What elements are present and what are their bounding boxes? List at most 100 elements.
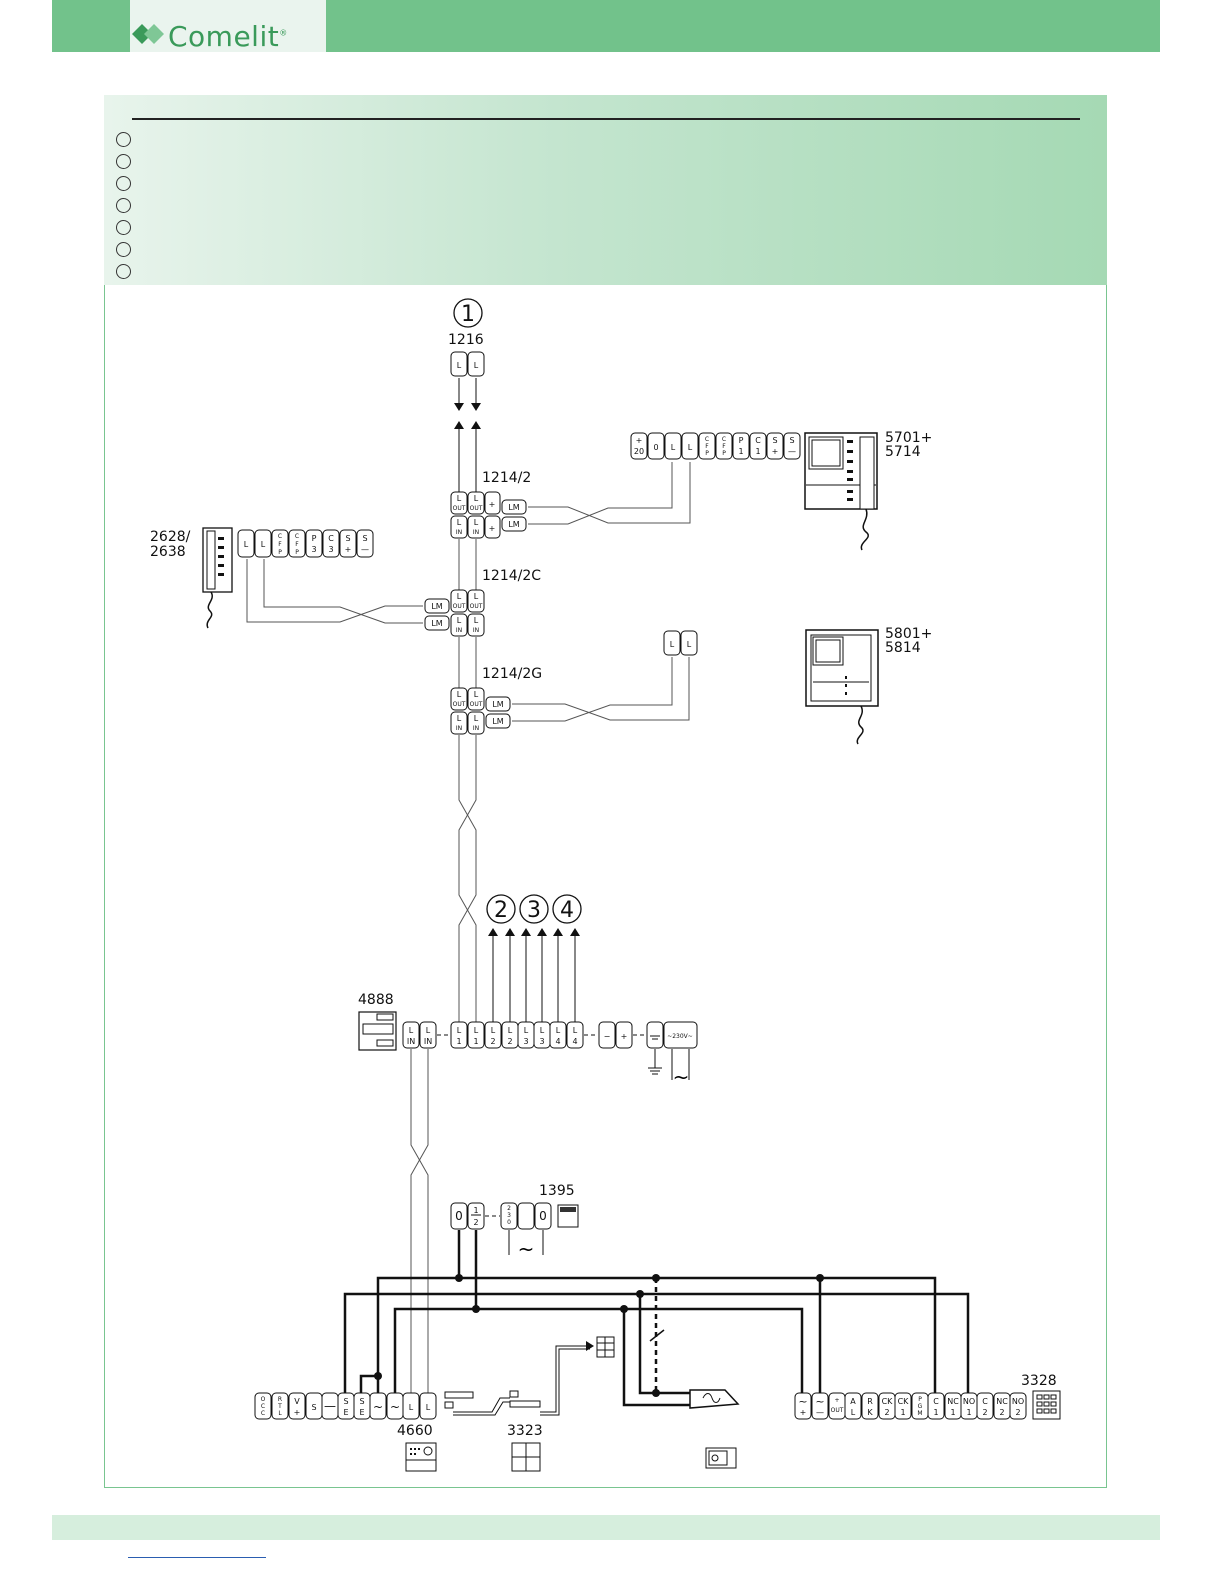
svg-text:C: C — [295, 533, 299, 540]
svg-text:C: C — [933, 1397, 939, 1406]
svg-text:L: L — [409, 1403, 414, 1412]
svg-text:F: F — [705, 443, 709, 450]
svg-text:3: 3 — [507, 1212, 511, 1219]
svg-text:1: 1 — [738, 447, 743, 456]
interphone-2628-icon — [202, 527, 233, 629]
svg-text:L: L — [474, 616, 479, 625]
module-connector-2 — [509, 1390, 541, 1408]
svg-text:OUT: OUT — [453, 701, 466, 708]
terminal-strip-2628: L L CFP CFP P3 C3 S+ S— — [237, 529, 374, 558]
module-3323-icon — [511, 1442, 541, 1472]
svg-text:C: C — [755, 436, 761, 445]
svg-text:C: C — [328, 534, 334, 543]
svg-text:~: ~ — [815, 1395, 824, 1408]
svg-text:E: E — [359, 1408, 364, 1417]
svg-text:L: L — [278, 1410, 282, 1417]
marker-2: 2 — [486, 894, 516, 924]
legend-bullet — [116, 176, 131, 191]
wire — [410, 1049, 429, 1396]
svg-text:3: 3 — [328, 545, 333, 554]
svg-text:F: F — [295, 541, 299, 548]
svg-text:S: S — [311, 1403, 316, 1412]
label-5701: 5701+ — [885, 430, 932, 446]
transformer-1395-icon — [557, 1204, 579, 1228]
svg-text:L: L — [457, 1026, 462, 1035]
svg-text:LM: LM — [492, 700, 503, 709]
entrance-panel-4660-icon — [405, 1442, 437, 1472]
svg-text:M: M — [917, 1410, 922, 1417]
legend-bullet — [116, 132, 131, 147]
keypad-module-icon — [596, 1336, 615, 1358]
svg-text:L: L — [474, 518, 479, 527]
svg-text:P: P — [705, 450, 709, 457]
svg-text:A: A — [850, 1397, 856, 1406]
footer-link-underline[interactable] — [128, 1557, 266, 1558]
svg-text:OUT: OUT — [470, 603, 483, 610]
svg-text:O: O — [261, 1396, 266, 1403]
svg-text:IN: IN — [473, 529, 479, 536]
wire — [453, 1401, 510, 1416]
wire — [540, 1348, 590, 1416]
label-2628: 2628/ — [150, 529, 191, 545]
svg-text:OUT: OUT — [470, 701, 483, 708]
svg-text:1: 1 — [473, 1037, 478, 1046]
brand-logo-text: Comelit® — [168, 20, 288, 53]
wire — [528, 462, 673, 525]
label-4660: 4660 — [397, 1423, 433, 1439]
svg-text:3: 3 — [527, 898, 541, 923]
svg-text:OUT: OUT — [831, 1407, 844, 1414]
wire — [458, 735, 477, 1022]
svg-text:L: L — [508, 1026, 513, 1035]
svg-text:L: L — [457, 592, 462, 601]
svg-text:L: L — [474, 361, 479, 370]
distributor-1214-2g: L OUT L OUT L IN L IN LM LM — [450, 687, 511, 735]
legend-bullet — [116, 242, 131, 257]
svg-text:S: S — [343, 1397, 348, 1406]
svg-text:−: − — [604, 1032, 611, 1041]
svg-text:C: C — [278, 533, 282, 540]
svg-text:L: L — [540, 1026, 545, 1035]
svg-text:P: P — [722, 450, 726, 457]
svg-text:NC: NC — [996, 1397, 1008, 1406]
svg-text:4: 4 — [560, 898, 574, 923]
svg-text:L: L — [851, 1408, 856, 1417]
svg-text:S: S — [772, 436, 777, 445]
lock-device-icon — [705, 1447, 737, 1469]
label-3323: 3323 — [507, 1423, 543, 1439]
svg-text:NC: NC — [947, 1397, 959, 1406]
legend-bullet — [116, 220, 131, 235]
label-5801: 5801+ — [885, 626, 932, 642]
svg-text:IN: IN — [456, 627, 462, 634]
svg-text:L: L — [457, 714, 462, 723]
svg-text:1: 1 — [461, 302, 475, 327]
wire — [458, 735, 477, 1022]
svg-text:+: + — [621, 1032, 628, 1041]
svg-text:LM: LM — [508, 520, 519, 529]
label-4888: 4888 — [358, 992, 394, 1008]
svg-text:LM: LM — [431, 602, 442, 611]
svg-text:E: E — [343, 1408, 348, 1417]
label-1216: 1216 — [448, 332, 484, 348]
svg-text:K: K — [867, 1408, 873, 1417]
svg-text:0: 0 — [653, 443, 658, 452]
svg-text:3: 3 — [311, 545, 316, 554]
svg-text:~230V~: ~230V~ — [667, 1033, 693, 1040]
svg-text:L: L — [474, 494, 479, 503]
svg-text:L: L — [491, 1026, 496, 1035]
svg-text:3: 3 — [539, 1037, 544, 1046]
svg-text:R: R — [278, 1396, 282, 1403]
svg-text:2: 2 — [999, 1408, 1004, 1417]
svg-text:C: C — [261, 1410, 265, 1417]
svg-text:0: 0 — [455, 1209, 463, 1223]
label-1214-2: 1214/2 — [482, 470, 531, 486]
svg-text:LM: LM — [492, 717, 503, 726]
distributor-1214-2c: L OUT L OUT L IN L IN LM LM — [424, 589, 485, 637]
junction-dots — [374, 1274, 824, 1397]
svg-text:C: C — [261, 1403, 265, 1410]
wire — [263, 559, 423, 624]
label-5714: 5714 — [885, 444, 921, 460]
svg-text:L: L — [426, 1026, 431, 1035]
legend-bullet — [116, 264, 131, 279]
svg-text:CK: CK — [882, 1397, 894, 1406]
